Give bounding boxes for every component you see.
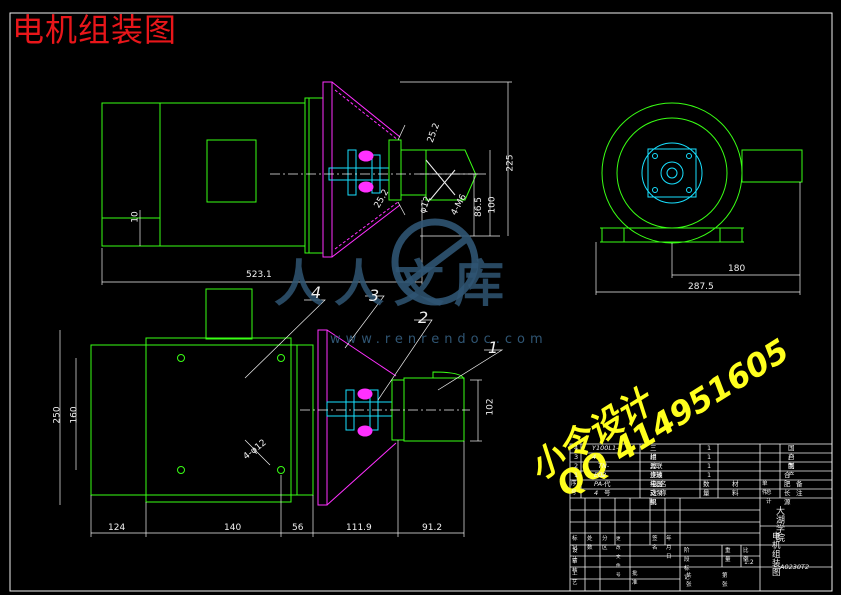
sheet-page: 第 张 <box>722 573 728 588</box>
bracket-plan <box>317 329 328 506</box>
bom-row-4-name: 三相异步电动机 <box>650 444 657 506</box>
bom-header-no: 序号 <box>571 481 577 496</box>
drawing-title: 电机组装图 <box>12 11 178 49</box>
balloon-2: 2 <box>418 308 429 327</box>
plan-dimensions <box>59 330 482 537</box>
bom-row-2-name: 联轴器 <box>656 462 663 488</box>
outer-frame <box>9 12 833 592</box>
bom-row-4-no: 4 <box>574 444 579 452</box>
sign-zone: 分区 <box>602 536 608 551</box>
sign-date: 年月日 <box>666 536 672 560</box>
watermark-brand: 人人文库 <box>274 255 514 313</box>
bracket-flange <box>322 81 333 258</box>
bom-header-material: 材料 <box>732 480 739 497</box>
dim-plan-140: 140 <box>224 523 242 533</box>
bom-row-2-code: TN-02 <box>598 462 610 479</box>
dim-front-225: 225 <box>505 154 516 172</box>
dim-plan-1119: 111.9 <box>346 523 372 533</box>
scale-value: 1:2 <box>744 559 754 566</box>
pump-flange <box>647 148 697 198</box>
dim-plan-250: 250 <box>52 406 63 424</box>
drawing-name: 电机组装图 <box>772 532 781 578</box>
dim-front-865: 86.5 <box>474 196 485 218</box>
bom-row-1-name: 液压泵 <box>656 471 663 497</box>
coupling-lower <box>358 181 374 193</box>
role-approve: 批准 <box>632 571 638 586</box>
role-design: 设计 <box>572 548 578 563</box>
bom-row-3-qty: 1 <box>707 453 712 461</box>
plan-view <box>90 288 470 506</box>
bom-row-1-remark: 合肥长源 <box>784 471 791 506</box>
bom-row-3-no: 3 <box>574 453 579 461</box>
bom-header-remark: 备注 <box>796 480 803 497</box>
bom-header-code: 代号 <box>604 480 611 497</box>
dim-side-180: 180 <box>728 264 746 274</box>
bom-row-2-qty: 1 <box>707 462 712 470</box>
balloon-3: 3 <box>369 286 380 305</box>
dim-plan-56: 56 <box>292 523 304 533</box>
coupling-upper <box>358 150 374 162</box>
scale-label: 比例 <box>743 548 749 563</box>
bom-row-2-remark: 国产 <box>788 462 795 479</box>
bom-row-3-name: 过渡连接支架 <box>650 453 657 506</box>
terminal-box-plan <box>205 288 253 340</box>
sign-count: 处数 <box>587 536 593 551</box>
dim-front-ang: 4-M6 <box>449 192 469 218</box>
sign-doc: 更改文件号 <box>616 537 621 578</box>
school-name: 大湖学院 <box>776 507 786 544</box>
bom-header-qty: 数量 <box>703 480 710 497</box>
bom-header-total: 总计 <box>766 490 772 505</box>
pump-plan <box>403 377 465 442</box>
sheet-total: 共 张 <box>686 573 692 588</box>
dim-front-length: 523.1 <box>246 270 272 280</box>
bom-header-name: 名称 <box>660 480 667 497</box>
dim-plan-160: 160 <box>69 406 80 424</box>
dim-front-phi12: φ12 <box>418 195 434 215</box>
bom-row-1-qty: 1 <box>707 471 712 479</box>
sign-mark: 标记 <box>572 536 578 551</box>
watermark-url: www.renrendoc.com <box>330 332 548 347</box>
bom-row-3-remark: 自制 <box>788 453 795 470</box>
corner-mark <box>823 12 833 22</box>
side-dimensions <box>595 182 801 295</box>
bom-header-unit: 单件 <box>762 481 768 496</box>
sign-signature: 签名 <box>652 536 658 551</box>
dim-front-252-bottom: 25.2 <box>372 187 392 211</box>
dim-front-10: 10 <box>130 211 141 223</box>
front-dimensions <box>101 81 512 285</box>
side-view <box>600 102 803 244</box>
dim-plan-102: 102 <box>485 398 496 416</box>
drawing-number: A0230T2 <box>780 563 810 571</box>
role-process: 工艺 <box>572 571 578 586</box>
bom-row-1-no: 1 <box>574 471 579 479</box>
balloon-leaders <box>244 295 504 466</box>
balloon-1: 1 <box>488 338 499 357</box>
dim-front-252-top: 25.2 <box>425 121 443 145</box>
bom-row-4-remark: 国产 <box>788 444 795 461</box>
weight-label: 重量 <box>725 548 731 563</box>
bom-row-4-code: Y100L1-4 <box>592 444 619 461</box>
role-review: 审核 <box>572 559 578 574</box>
dim-plan-124: 124 <box>108 523 126 533</box>
balloon-4: 4 <box>311 283 322 302</box>
bom-row-1-code: EG-PA-4 <box>594 471 606 497</box>
dim-plan-bolt: 4-φ12 <box>241 437 269 463</box>
pump-body <box>425 149 477 201</box>
dim-front-100: 100 <box>487 196 498 214</box>
watermark-logo <box>391 218 479 306</box>
bom-row-4-qty: 1 <box>707 444 712 452</box>
terminal-box <box>206 139 257 203</box>
title-block-lines <box>569 443 833 592</box>
dim-plan-912: 91.2 <box>422 523 443 533</box>
dim-side-2875: 287.5 <box>688 282 714 292</box>
stage-label: 阶段标记 <box>684 548 690 581</box>
terminal-box-side <box>741 149 803 183</box>
bom-row-2-no: 2 <box>574 462 579 470</box>
